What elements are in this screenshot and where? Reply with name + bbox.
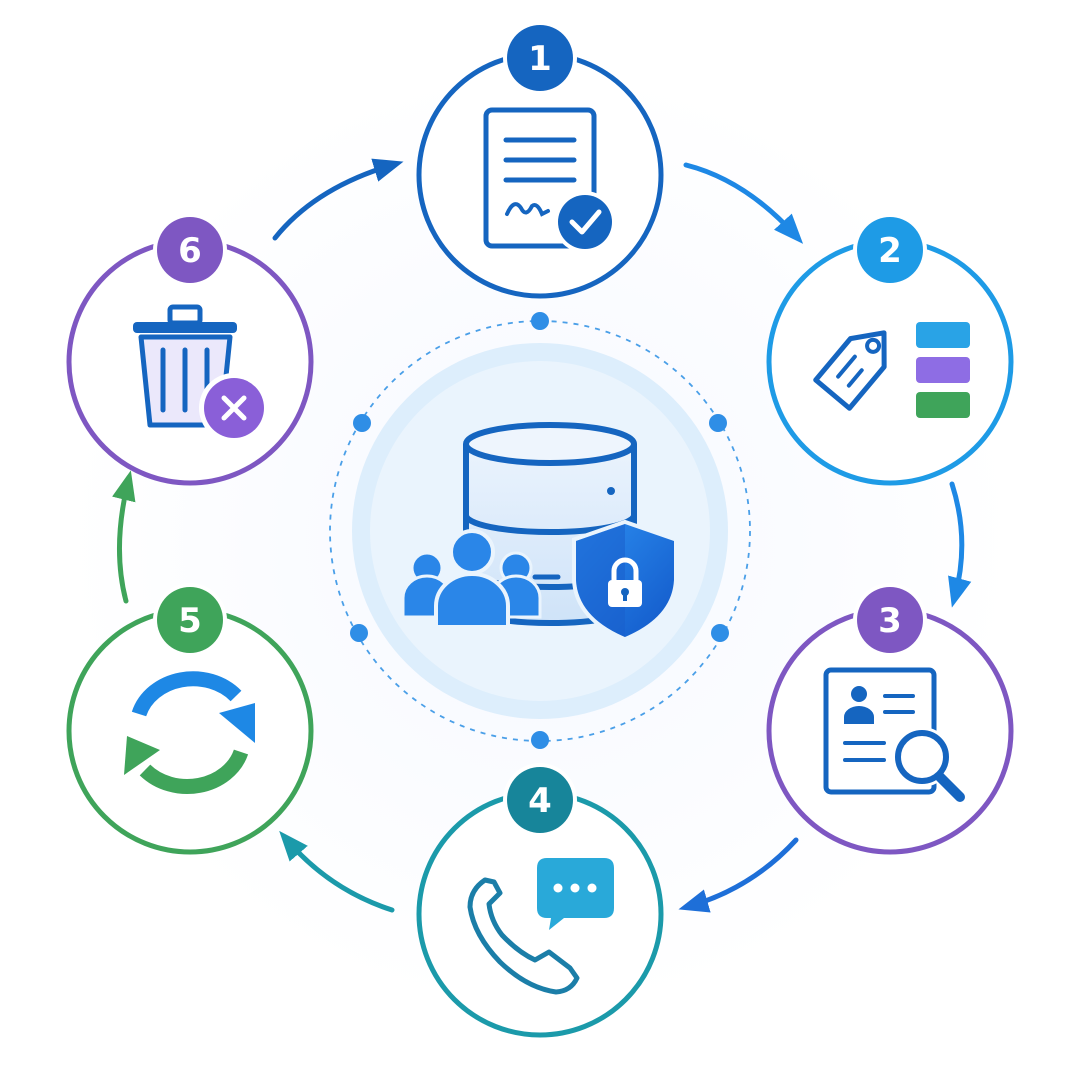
hub-dot xyxy=(531,731,549,749)
arrow-6-to-1 xyxy=(272,158,404,241)
trash-delete-icon xyxy=(133,304,269,443)
center-hub xyxy=(329,312,751,749)
step-1-badge: 1 xyxy=(503,21,577,95)
tag-categories-icon xyxy=(813,322,970,418)
shield-lock-icon xyxy=(572,519,678,642)
arrow-2-to-3 xyxy=(948,481,972,608)
hub-dot xyxy=(353,414,371,432)
step-2-number: 2 xyxy=(878,231,902,271)
arrow-3-to-4 xyxy=(678,837,799,913)
hub-dot xyxy=(711,624,729,642)
database-users-shield-icon xyxy=(401,422,678,642)
hub-dot xyxy=(531,312,549,330)
step-4-number: 4 xyxy=(528,781,552,821)
step-1-number: 1 xyxy=(528,39,552,79)
step-3-badge: 3 xyxy=(853,583,927,657)
hub-dot xyxy=(709,414,727,432)
users-icon xyxy=(401,529,542,629)
step-6-number: 6 xyxy=(178,231,202,271)
arrow-1-to-2 xyxy=(683,162,804,244)
signed-document-check-icon xyxy=(483,107,616,253)
phone-chat-icon xyxy=(467,858,614,995)
cycle-arrows xyxy=(112,158,972,913)
step-3-number: 3 xyxy=(878,601,902,641)
refresh-cycle-icon xyxy=(124,671,255,794)
step-6-badge: 6 xyxy=(153,213,227,287)
hub-dashed-ring xyxy=(329,320,751,742)
step-4-badge: 4 xyxy=(503,763,577,837)
step-2-badge: 2 xyxy=(853,213,927,287)
arrow-5-to-6 xyxy=(112,470,136,604)
step-5-badge: 5 xyxy=(153,583,227,657)
profile-document-search-icon xyxy=(823,667,965,802)
arrow-4-to-5 xyxy=(279,830,395,913)
hub-dot xyxy=(350,624,368,642)
step-5-number: 5 xyxy=(178,601,202,641)
